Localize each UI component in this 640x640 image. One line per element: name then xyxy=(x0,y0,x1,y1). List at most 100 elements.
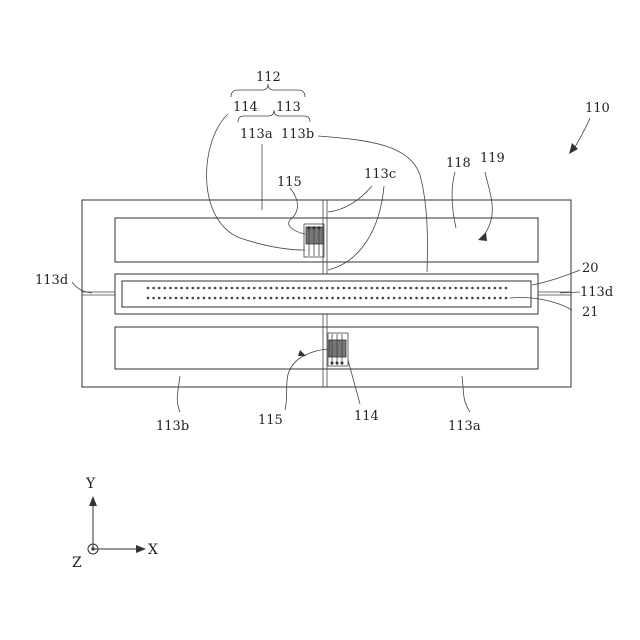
hole-dot xyxy=(247,297,250,300)
hole-dot xyxy=(482,287,485,290)
hole-dot xyxy=(208,297,211,300)
hole-dot xyxy=(292,287,295,290)
hole-dot xyxy=(471,297,474,300)
hole-dot xyxy=(281,297,284,300)
hole-dot xyxy=(499,287,502,290)
hole-dot xyxy=(315,297,318,300)
hole-dot xyxy=(287,297,290,300)
hole-dot xyxy=(164,297,167,300)
hole-dot xyxy=(421,297,424,300)
hole-dot xyxy=(275,287,278,290)
leader-113c-a xyxy=(328,186,372,212)
hole-dot xyxy=(404,297,407,300)
hole-dot xyxy=(438,287,441,290)
hole-dot xyxy=(415,287,418,290)
label-118: 118 xyxy=(446,156,471,171)
hole-dot xyxy=(410,287,413,290)
hole-dot xyxy=(443,287,446,290)
label-113-top: 113 xyxy=(276,100,301,115)
leader-113b-top xyxy=(318,136,427,272)
hole-dot xyxy=(382,297,385,300)
hole-dot xyxy=(382,287,385,290)
leader-20 xyxy=(532,270,580,285)
axis-label-z: Z xyxy=(72,555,82,571)
hole-dot xyxy=(247,287,250,290)
label-21: 21 xyxy=(582,305,599,320)
hole-dot xyxy=(421,287,424,290)
y-arrow-icon xyxy=(89,496,97,506)
hole-dot xyxy=(477,297,480,300)
hole-dot xyxy=(208,287,211,290)
hole-dot xyxy=(158,297,161,300)
hole-dot xyxy=(460,287,463,290)
hole-dot xyxy=(180,297,183,300)
hole-dot xyxy=(214,287,217,290)
hole-dot xyxy=(320,287,323,290)
hole-dot xyxy=(186,287,189,290)
hole-dot xyxy=(359,297,362,300)
hole-dot xyxy=(259,287,262,290)
hole-dot xyxy=(466,297,469,300)
hole-dot xyxy=(499,297,502,300)
hole-dot xyxy=(365,287,368,290)
hole-dot xyxy=(393,297,396,300)
hole-dot xyxy=(303,297,306,300)
hole-dot xyxy=(505,297,508,300)
arrowhead-119 xyxy=(478,232,487,241)
hole-dot xyxy=(298,287,301,290)
hole-dot xyxy=(175,297,178,300)
leader-119 xyxy=(482,172,492,238)
label-110: 110 xyxy=(585,101,610,116)
hole-dot xyxy=(236,287,239,290)
hole-dot xyxy=(426,287,429,290)
hole-dot xyxy=(292,297,295,300)
axis-label-y: Y xyxy=(85,476,96,492)
hole-dot xyxy=(197,287,200,290)
hole-dot xyxy=(264,287,267,290)
hole-dot xyxy=(454,287,457,290)
hole-dot xyxy=(298,297,301,300)
lower-component xyxy=(328,333,348,366)
hole-dot xyxy=(287,287,290,290)
upper-component xyxy=(304,224,324,257)
hole-dot xyxy=(259,297,262,300)
label-113b-bottom: 113b xyxy=(156,419,189,434)
hole-dot xyxy=(152,297,155,300)
hole-dot xyxy=(365,297,368,300)
hole-dot xyxy=(494,287,497,290)
leader-113c-b xyxy=(328,186,384,270)
hole-dot xyxy=(320,297,323,300)
hole-dot xyxy=(309,287,312,290)
hole-dot xyxy=(343,297,346,300)
hole-dot xyxy=(376,287,379,290)
leader-113b-bottom xyxy=(177,376,180,412)
hole-dot xyxy=(438,297,441,300)
label-115-bottom: 115 xyxy=(258,413,283,428)
hole-dot xyxy=(432,297,435,300)
label-114-top: 114 xyxy=(233,100,258,115)
strip-outer xyxy=(115,274,538,314)
hole-dot xyxy=(376,297,379,300)
label-114-bottom: 114 xyxy=(354,409,379,424)
upper-slot xyxy=(115,218,538,262)
hole-dot xyxy=(471,287,474,290)
hole-dot xyxy=(331,297,334,300)
hole-dot xyxy=(180,287,183,290)
hole-dot xyxy=(426,297,429,300)
hole-dot xyxy=(505,287,508,290)
hole-dot xyxy=(219,297,222,300)
hole-dot xyxy=(348,287,351,290)
hole-dot xyxy=(488,287,491,290)
hole-dot xyxy=(264,297,267,300)
hole-dot xyxy=(164,287,167,290)
hole-dot xyxy=(404,287,407,290)
hole-dot xyxy=(482,297,485,300)
hole-dot xyxy=(231,287,234,290)
hole-dot xyxy=(326,287,329,290)
hole-dot xyxy=(192,297,195,300)
hole-dot xyxy=(147,287,150,290)
axis-label-x: X xyxy=(148,542,158,558)
hole-dot xyxy=(449,287,452,290)
